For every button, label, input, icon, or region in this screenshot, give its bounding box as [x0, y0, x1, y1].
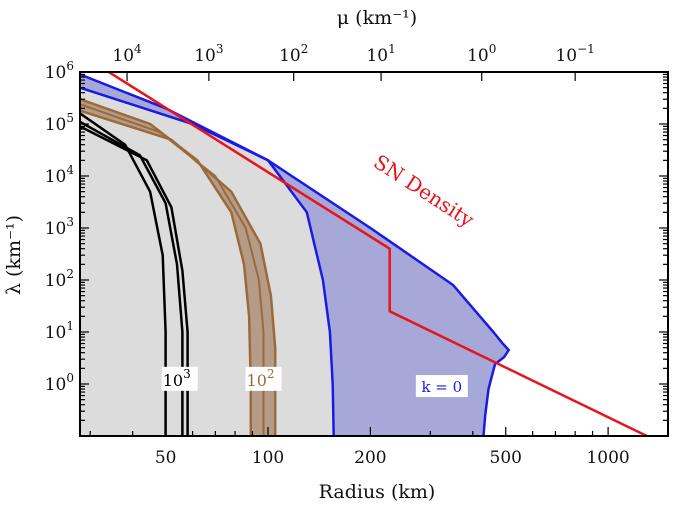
label-1000: 103 — [163, 367, 191, 390]
x-tick-label: 50 — [155, 448, 177, 468]
mu-tick-label: 10−1 — [555, 42, 594, 66]
plot-frame — [79, 71, 669, 437]
y-tick-label: 104 — [45, 163, 75, 187]
x-tick-label: 500 — [490, 448, 522, 468]
label-bg — [415, 375, 468, 398]
y-axis-title: λ (km⁻¹) — [3, 215, 25, 295]
mu-tick-label: 101 — [366, 42, 395, 66]
y-tick-label: 100 — [45, 371, 74, 395]
x-tick-label: 1000 — [586, 448, 629, 468]
sn-density-line — [108, 70, 648, 438]
brown-line-mid — [79, 103, 265, 436]
x-tick-label: 200 — [354, 448, 386, 468]
inner-blue-line — [79, 86, 335, 437]
label-bg — [245, 366, 282, 391]
label-100: 102 — [247, 367, 275, 390]
brown-line-1 — [79, 109, 277, 436]
y-tick-label: 105 — [45, 111, 74, 135]
black-line-1 — [79, 120, 184, 436]
y-tick-label: 101 — [45, 319, 74, 343]
k0-line — [79, 73, 511, 437]
x-axis-title: Radius (km) — [319, 481, 436, 503]
mu-tick-label: 102 — [279, 42, 308, 66]
mu-tick-label: 104 — [112, 42, 142, 66]
black-line-2 — [79, 125, 189, 436]
axis-ticks — [80, 71, 668, 437]
y-tick-label: 102 — [45, 267, 74, 291]
black-line-0 — [79, 112, 167, 436]
y-tick-label: 103 — [45, 215, 74, 239]
k0-region — [80, 74, 509, 437]
label-bg — [161, 366, 198, 391]
mu-tick-label: 103 — [194, 42, 223, 66]
x-tick-label: 100 — [252, 448, 284, 468]
sn-density-label: SN Density — [369, 150, 479, 233]
y-tick-label: 106 — [45, 59, 74, 83]
top-axis-title: μ (km⁻¹) — [337, 7, 417, 29]
brown-band — [80, 99, 276, 436]
tick-labels: 50 100 200 500 1000 100 101 102 103 104 105 106 104 1… — [45, 42, 630, 468]
mu-tick-label: 100 — [467, 42, 496, 66]
k0-label: k = 0 — [421, 378, 462, 396]
